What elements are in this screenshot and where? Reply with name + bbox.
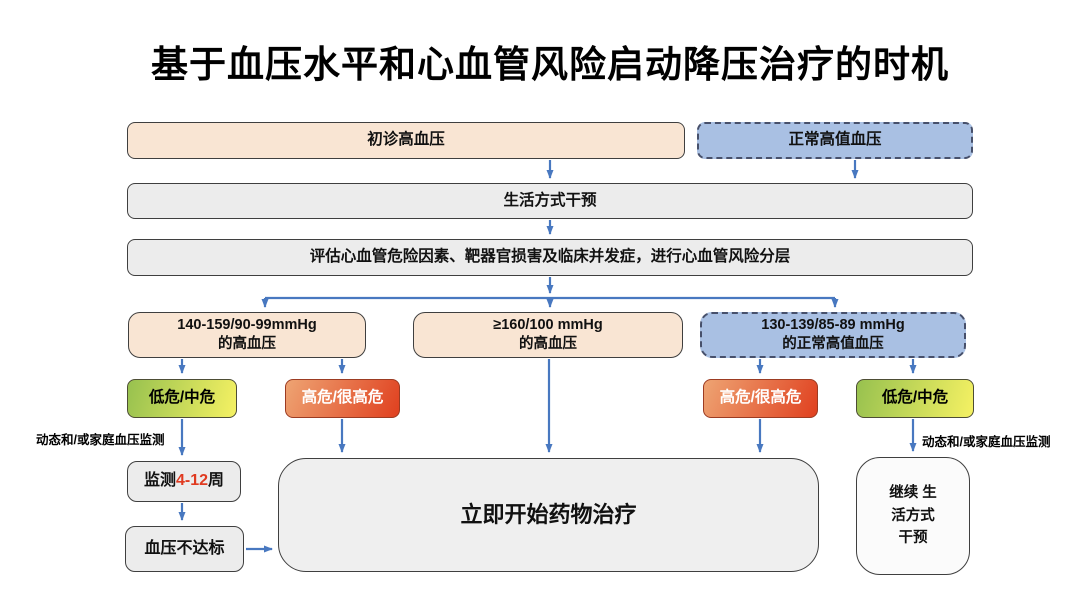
- node-line2: 的高血压: [218, 336, 276, 352]
- node-line2: 的高血压: [519, 336, 577, 352]
- node-lifestyle-intervention: 生活方式干预: [127, 183, 973, 219]
- node-label: 高危/很高危: [719, 389, 802, 407]
- node-label: 血压不达标: [144, 539, 225, 557]
- node-risk-assessment: 评估心血管危险因素、靶器官损害及临床并发症，进行心血管风险分层: [127, 239, 973, 276]
- node-line3: 干预: [898, 530, 928, 547]
- node-label: 生活方式干预: [503, 191, 597, 209]
- node-label: 立即开始药物治疗: [460, 501, 637, 527]
- page-title: 基于血压水平和心血管风险启动降压治疗的时机: [151, 44, 949, 85]
- node-risk-low-medium-right: 低危/中危: [856, 379, 974, 418]
- node-continue-lifestyle: 继续 生 活方式 干预: [856, 457, 970, 575]
- node-risk-low-medium-left: 低危/中危: [127, 379, 237, 418]
- node-line1: ≥160/100 mmHg: [493, 317, 603, 334]
- node-risk-high-left: 高危/很高危: [285, 379, 400, 418]
- label-text: 动态和/或家庭血压监测: [36, 433, 165, 447]
- node-risk-high-right: 高危/很高危: [703, 379, 818, 418]
- label-text: 动态和/或家庭血压监测: [922, 435, 1051, 449]
- node-label: 监测4-12周: [144, 471, 224, 492]
- monitor-suffix: 周: [208, 472, 225, 490]
- label-abpm-left: 动态和/或家庭血压监测: [36, 429, 164, 448]
- monitor-prefix: 监测: [143, 472, 176, 490]
- node-line2: 活方式: [891, 507, 935, 524]
- node-high-normal-bp: 正常高值血压: [697, 122, 973, 159]
- node-label: 评估心血管危险因素、靶器官损害及临床并发症，进行心血管风险分层: [309, 248, 791, 266]
- node-label: 低危/中危: [881, 389, 949, 407]
- node-line1: 继续 生: [889, 485, 937, 502]
- node-first-visit-hypertension: 初诊高血压: [127, 122, 685, 159]
- node-line2: 的正常高值血压: [782, 336, 884, 352]
- node-line1: 140-159/90-99mmHg: [177, 317, 317, 334]
- node-label: 初诊高血压: [367, 131, 445, 149]
- node-bp-130-139: 130-139/85-89 mmHg 的正常高值血压: [700, 312, 966, 358]
- node-start-drug-treatment: 立即开始药物治疗: [278, 458, 819, 572]
- node-bp-140-159: 140-159/90-99mmHg 的高血压: [128, 312, 366, 358]
- node-line1: 130-139/85-89 mmHg: [761, 317, 905, 334]
- node-bp-160: ≥160/100 mmHg 的高血压: [413, 312, 683, 358]
- node-label: 正常高值血压: [788, 131, 882, 149]
- node-monitor-weeks: 监测4-12周: [127, 461, 241, 502]
- node-label: 低危/中危: [148, 389, 216, 407]
- node-bp-not-at-target: 血压不达标: [125, 526, 244, 572]
- label-abpm-right: 动态和/或家庭血压监测: [922, 431, 1050, 450]
- monitor-weeks-value: 4-12: [175, 472, 209, 490]
- node-label: 高危/很高危: [301, 389, 384, 407]
